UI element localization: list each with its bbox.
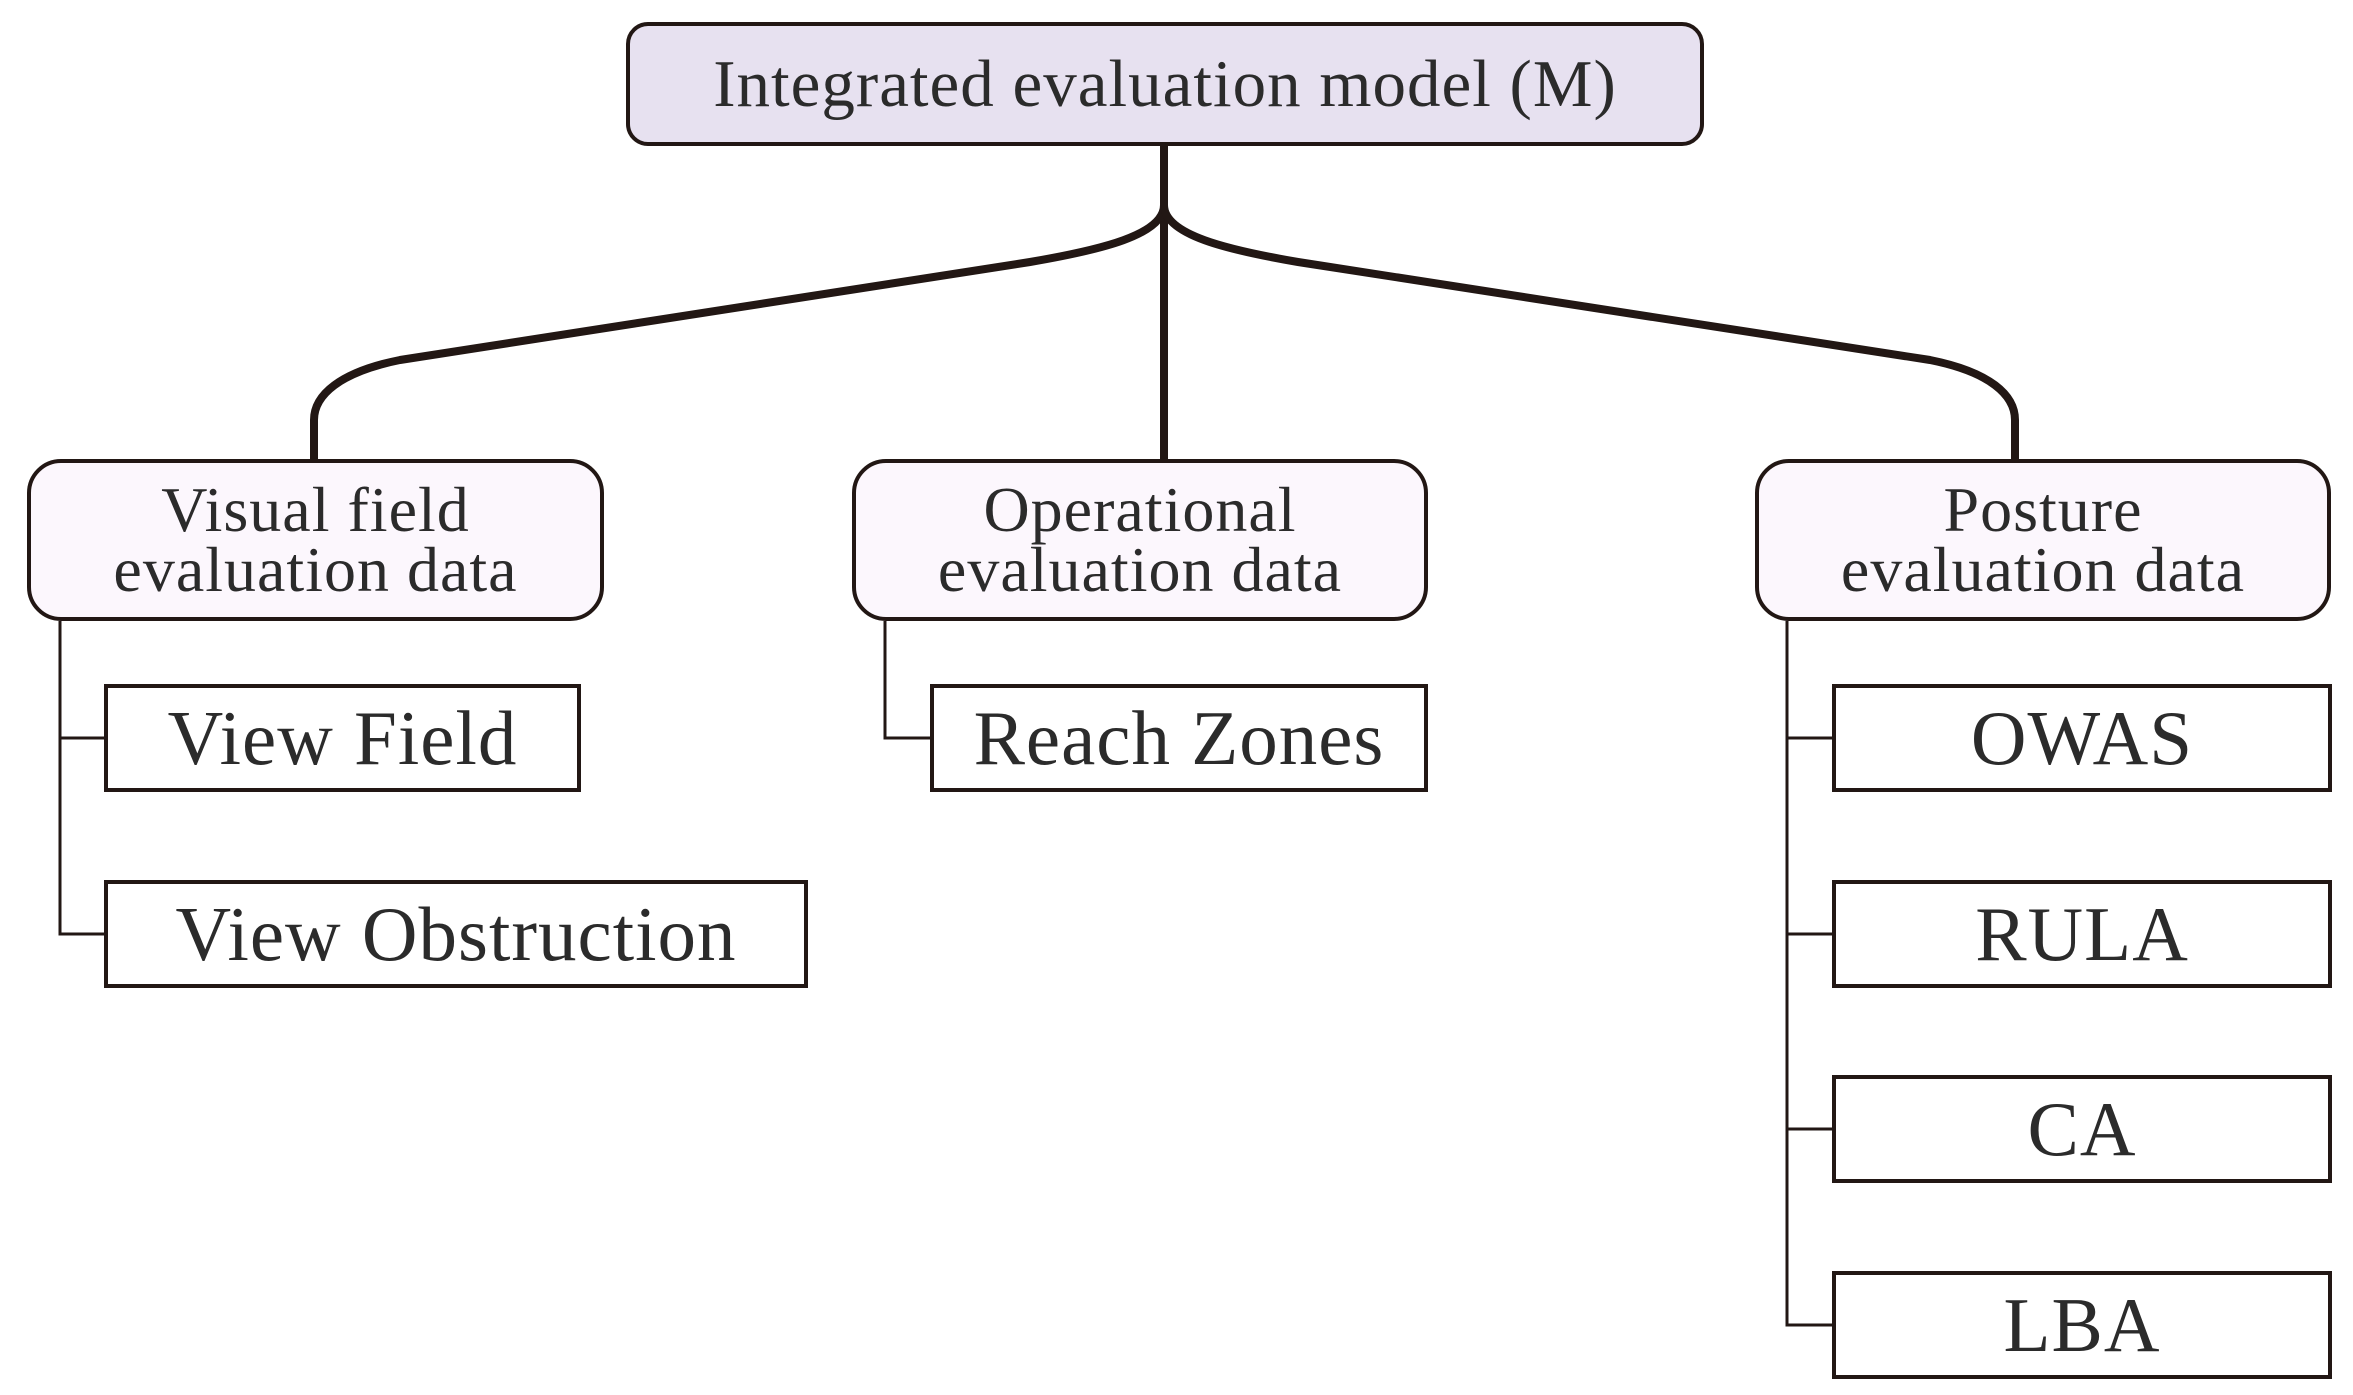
leaf-rula: RULA [1832, 880, 2332, 988]
root-node: Integrated evaluation model (M) [626, 22, 1704, 146]
connector-root-to-visual [310, 146, 1168, 459]
category-visual-field-line1: Visual field [161, 474, 470, 545]
leaf-view-field: View Field [104, 684, 581, 792]
category-posture: Posture evaluation data [1755, 459, 2331, 621]
category-visual-field: Visual field evaluation data [27, 459, 604, 621]
leaf-ca: CA [1832, 1075, 2332, 1183]
root-label: Integrated evaluation model (M) [713, 46, 1617, 121]
category-posture-line1: Posture [1943, 474, 2143, 545]
leaf-reach-zones: Reach Zones [930, 684, 1428, 792]
leaf-lba: LBA [1832, 1271, 2332, 1379]
connector-root-to-posture [1160, 146, 2019, 459]
category-operational: Operational evaluation data [852, 459, 1428, 621]
connector-visual-items [58, 621, 104, 936]
category-visual-field-line2: evaluation data [113, 534, 518, 605]
connector-operational-items [883, 621, 930, 740]
leaf-owas: OWAS [1832, 684, 2332, 792]
category-operational-line2: evaluation data [937, 534, 1343, 605]
category-operational-line1: Operational [983, 474, 1297, 545]
leaf-view-obstruction: View Obstruction [104, 880, 808, 988]
category-posture-line2: evaluation data [1840, 534, 2246, 605]
connector-posture-items [1785, 621, 1832, 1327]
